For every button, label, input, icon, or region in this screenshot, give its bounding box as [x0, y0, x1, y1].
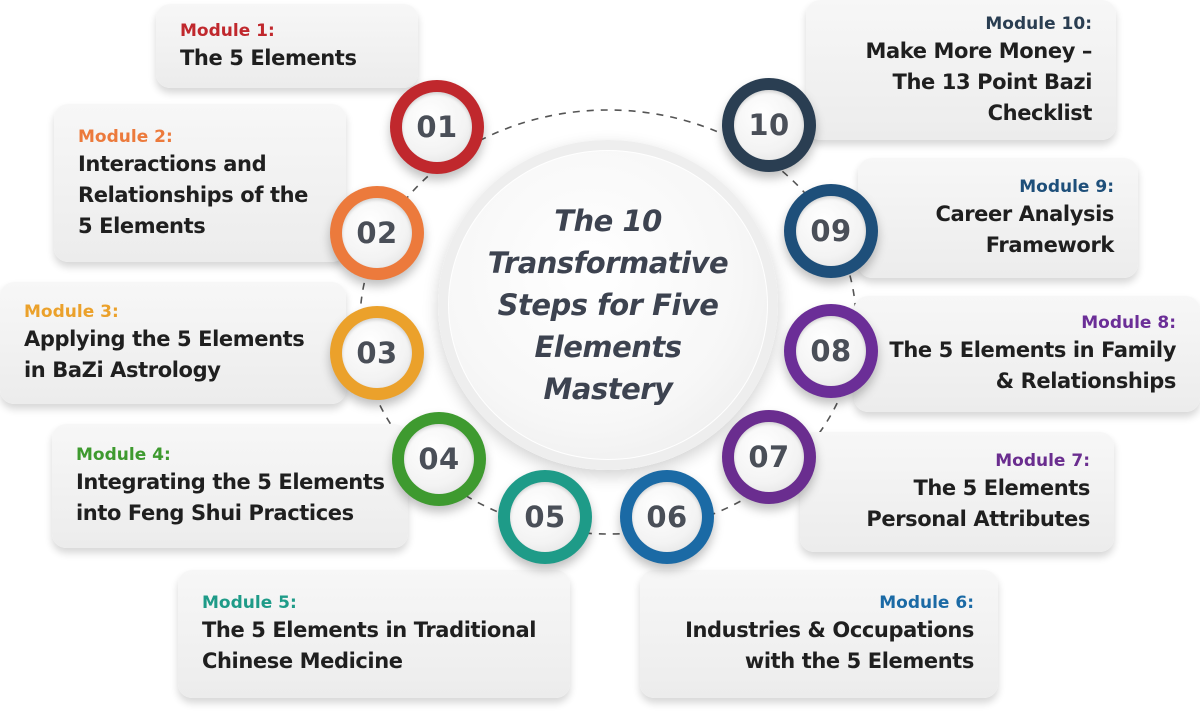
module-badge-2: 02: [330, 186, 424, 280]
module-badge-6: 06: [620, 470, 714, 564]
module-card-8: Module 8: The 5 Elements in Family & Rel…: [854, 296, 1200, 412]
module-number-9: 09: [796, 196, 866, 266]
module-title-7: The 5 Elements Personal Attributes: [866, 476, 1090, 531]
module-label-3: Module 3:: [24, 302, 119, 322]
module-title-9: Career Analysis Framework: [935, 202, 1114, 257]
module-card-4: Module 4: Integrating the 5 Elements int…: [52, 424, 408, 548]
module-label-9: Module 9:: [1019, 177, 1114, 197]
module-title-5: The 5 Elements in Traditional Chinese Me…: [202, 618, 537, 673]
module-card-9: Module 9: Career Analysis Framework: [858, 158, 1138, 278]
module-label-6: Module 6:: [879, 593, 974, 613]
module-label-4: Module 4:: [76, 445, 171, 465]
module-title-8: The 5 Elements in Family & Relationships: [889, 338, 1176, 393]
module-number-8: 08: [796, 316, 866, 386]
module-number-10: 10: [734, 90, 804, 160]
module-label-5: Module 5:: [202, 593, 297, 613]
module-badge-8: 08: [784, 304, 878, 398]
module-badge-4: 04: [392, 412, 486, 506]
module-card-1: Module 1: The 5 Elements: [156, 4, 418, 88]
module-card-2: Module 2: Interactions and Relationships…: [54, 104, 346, 262]
module-badge-3: 03: [330, 306, 424, 400]
module-number-3: 03: [342, 318, 412, 388]
module-badge-1: 01: [390, 80, 484, 174]
module-title-10: Make More Money – The 13 Point Bazi Chec…: [865, 38, 1093, 125]
module-label-8: Module 8:: [1081, 313, 1176, 333]
module-card-3: Module 3: Applying the 5 Elements in BaZ…: [0, 282, 346, 404]
module-badge-10: 10: [722, 78, 816, 172]
module-card-7: Module 7: The 5 Elements Personal Attrib…: [800, 432, 1114, 552]
module-card-10: Module 10: Make More Money – The 13 Poin…: [806, 0, 1116, 140]
module-number-1: 01: [402, 92, 472, 162]
module-badge-9: 09: [784, 184, 878, 278]
module-number-2: 02: [342, 198, 412, 268]
module-title-6: Industries & Occupations with the 5 Elem…: [685, 618, 974, 673]
module-label-10: Module 10:: [985, 13, 1092, 34]
module-card-5: Module 5: The 5 Elements in Traditional …: [178, 570, 570, 698]
module-number-7: 07: [734, 422, 804, 492]
module-badge-5: 05: [498, 470, 592, 564]
center-title: The 10 Transformative Steps for Five Ele…: [487, 204, 729, 406]
module-number-4: 04: [404, 424, 474, 494]
module-card-6: Module 6: Industries & Occupations with …: [640, 570, 998, 698]
module-badge-7: 07: [722, 410, 816, 504]
module-label-7: Module 7:: [995, 451, 1090, 471]
center-disc: The 10 Transformative Steps for Five Ele…: [438, 140, 778, 470]
module-title-1: The 5 Elements: [180, 45, 357, 70]
module-number-5: 05: [510, 482, 580, 552]
module-number-6: 06: [632, 482, 702, 552]
module-label-2: Module 2:: [78, 126, 173, 147]
module-title-2: Interactions and Relationships of the 5 …: [78, 151, 308, 238]
module-title-3: Applying the 5 Elements in BaZi Astrolog…: [24, 327, 305, 382]
module-label-1: Module 1:: [180, 20, 275, 41]
module-title-4: Integrating the 5 Elements into Feng Shu…: [76, 470, 385, 525]
